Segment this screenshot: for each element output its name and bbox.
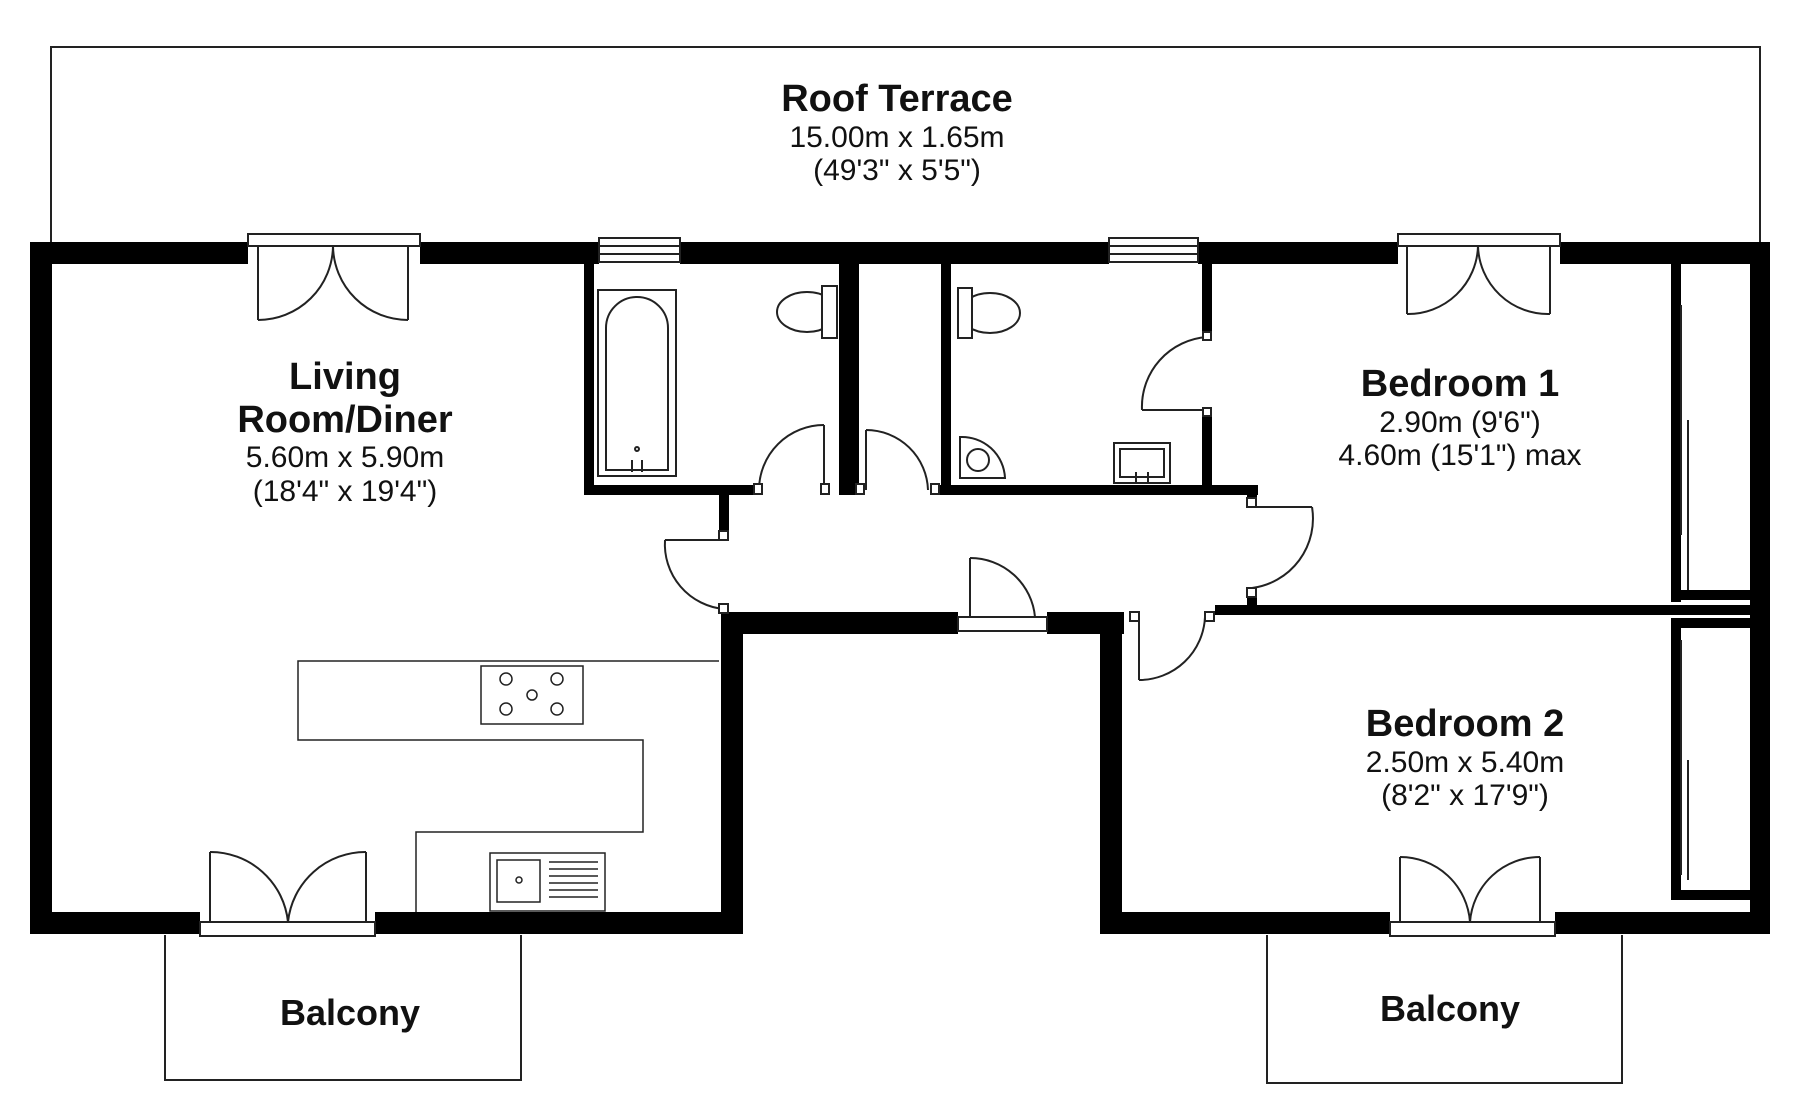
balcony-right-label: Balcony <box>1350 988 1550 1029</box>
french-doors <box>199 233 1561 937</box>
single-doors <box>663 331 1314 682</box>
bedroom1-name: Bedroom 1 <box>1360 363 1560 405</box>
bedroom2-dims-imperial: (8'2" x 17'9") <box>1381 779 1549 813</box>
living-room-dims: 5.60m x 5.90m <box>245 441 445 475</box>
balcony-right-name: Balcony <box>1379 988 1521 1029</box>
living-room-name-line1: Living <box>289 356 401 398</box>
bedroom2-name: Bedroom 2 <box>1365 703 1565 745</box>
bedroom2-dims: 2.50m x 5.40m <box>1365 745 1565 779</box>
living-room-dims-imperial: (18'4" x 19'4") <box>252 474 438 508</box>
roof-terrace-outline <box>50 46 1761 245</box>
internal-walls <box>584 262 1760 900</box>
bedroom2-label: Bedroom 2 2.50m x 5.40m (8'2" x 17'9") <box>1300 703 1630 813</box>
bath-fixtures <box>597 285 1171 484</box>
balcony-left-label: Balcony <box>250 992 450 1033</box>
living-room-label: Living Room/Diner 5.60m x 5.90m (18'4" x… <box>200 356 490 508</box>
windows <box>598 237 1199 263</box>
roof-terrace-name: Roof Terrace <box>781 78 1013 120</box>
kitchen-units <box>297 660 719 912</box>
external-walls <box>30 242 1770 934</box>
bedroom1-dims-max: 4.60m (15'1") max <box>1338 439 1582 473</box>
living-room-name-line2: Room/Diner <box>237 398 453 441</box>
roof-terrace-dims-imperial: (49'3" x 5'5") <box>813 154 981 188</box>
balcony-left-name: Balcony <box>279 992 421 1033</box>
bedroom1-dims: 2.90m (9'6") <box>1379 405 1541 439</box>
bedroom1-label: Bedroom 1 2.90m (9'6") 4.60m (15'1") max <box>1290 363 1630 473</box>
wardrobes <box>1680 305 1689 880</box>
roof-terrace-dims: 15.00m x 1.65m <box>789 120 1005 154</box>
roof-terrace-label: Roof Terrace 15.00m x 1.65m (49'3" x 5'5… <box>732 78 1062 188</box>
balcony-outlines <box>164 935 1623 1084</box>
